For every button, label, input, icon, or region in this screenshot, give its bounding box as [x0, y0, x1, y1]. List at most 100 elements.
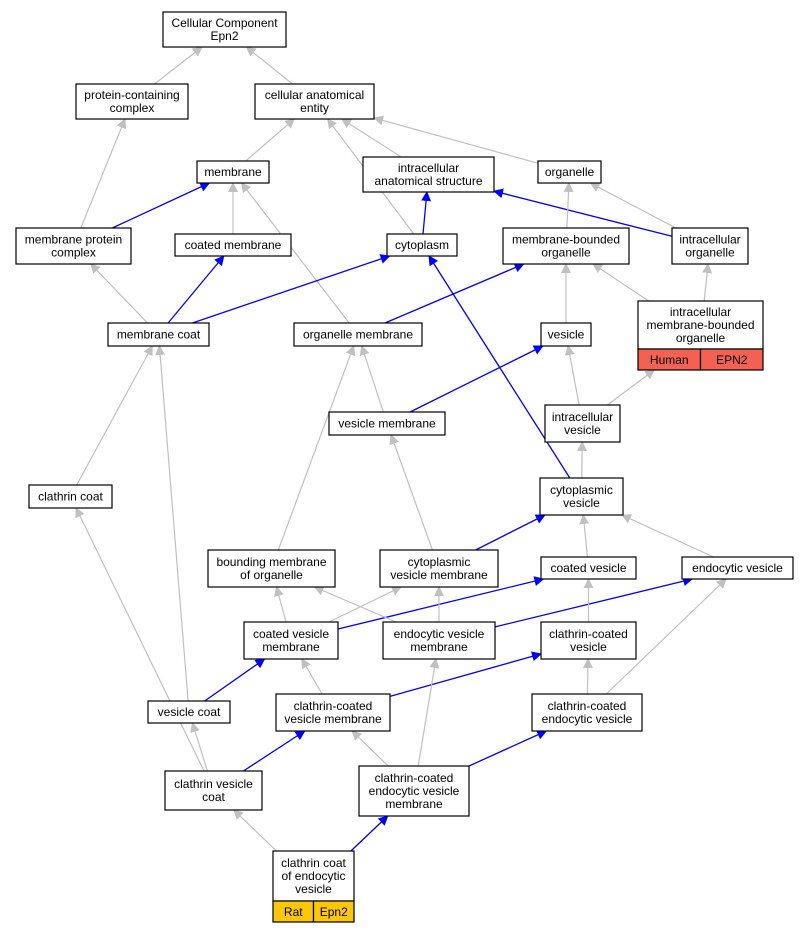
node-box — [147, 700, 231, 724]
gene-badge — [699, 348, 764, 371]
edge-is-a-clathrin_coat_endocytic_vesicle-to-clathrin_vesicle_coat — [233, 809, 277, 852]
node-coated-vesicle[interactable]: coated vesicle — [540, 556, 637, 580]
node-membrane-coat[interactable]: membrane coat — [107, 322, 210, 347]
edge-is-a-cc_endocytic_vesicle_membrane-to-cc_vesicle_membrane — [351, 730, 389, 767]
node-label-line: organelle — [685, 246, 735, 260]
node-label-line: Cellular Component — [171, 16, 278, 30]
node-label-line: vesicle membrane — [390, 568, 488, 582]
node-label-line: intracellular — [552, 410, 613, 424]
node-label-line: vesicle coat — [158, 705, 221, 719]
node-label-line: coat — [202, 790, 225, 804]
node-cytoplasm[interactable]: cytoplasm — [386, 233, 458, 257]
node-label-line: membrane coat — [117, 328, 201, 342]
node-label-line: vesicle membrane — [338, 417, 436, 431]
node-vesicle[interactable]: vesicle — [540, 322, 592, 347]
node-organelle-membrane[interactable]: organelle membrane — [293, 322, 423, 347]
edge-is-a-organelle_membrane-to-membrane — [240, 182, 350, 324]
edge-is-a-membrane_coat-to-membrane_protein_complex — [90, 263, 148, 324]
node-vesicle-coat[interactable]: vesicle coat — [147, 700, 231, 724]
gene-badge-label: EPN2 — [716, 353, 748, 367]
node-box — [382, 621, 496, 660]
node-label-line: endocytic vesicle — [369, 784, 460, 798]
edge-is-a-clathrin_vesicle_coat-to-vesicle_coat — [190, 722, 208, 772]
node-label-line: cytoplasmic — [408, 555, 471, 569]
edge-is-a-vesicle_membrane-to-organelle_membrane — [359, 345, 384, 413]
node-label-line: of organelle — [240, 568, 303, 582]
node-label-line: organelle — [676, 331, 726, 345]
node-box — [254, 83, 375, 120]
edge-is-a-intracellular_mbo-to-intracellular_organelle — [702, 263, 713, 302]
node-label-line: membrane — [204, 165, 262, 179]
node-label-line: coated vesicle — [550, 561, 626, 575]
node-organelle[interactable]: organelle — [537, 160, 602, 184]
node-box — [174, 233, 292, 257]
edge-is-a-membrane_bounded_organelle-to-organelle — [563, 182, 574, 229]
node-box — [293, 322, 423, 347]
node-vesicle-membrane[interactable]: vesicle membrane — [328, 411, 446, 436]
node-label-line: intracellular — [679, 233, 740, 247]
edge-part-of-coated_vesicle_membrane-to-coated_vesicle — [337, 576, 545, 630]
node-label-line: organelle membrane — [303, 328, 413, 342]
edge-is-a-coated_vesicle_membrane-to-cyto_vesicle_membrane — [328, 586, 402, 623]
edge-is-a-vesicle_coat-to-membrane_coat — [155, 345, 189, 702]
node-box — [386, 233, 458, 257]
edge-is-a-cyto_vesicle_membrane-to-vesicle_membrane — [389, 434, 433, 551]
node-label-line: intracellular — [670, 305, 731, 319]
node-label-line: entity — [300, 101, 329, 115]
node-label-line: clathrin-coated — [294, 699, 373, 713]
node-box — [107, 322, 210, 347]
node-label-line: vesicle — [548, 328, 585, 342]
node-box — [544, 404, 621, 443]
node-box — [537, 160, 602, 184]
node-label-line: clathrin-coated — [548, 699, 627, 713]
node-intracellular-mbo[interactable]: intracellularmembrane-boundedorganelleHu… — [637, 300, 764, 371]
species-badge-label: Rat — [284, 905, 303, 919]
node-endocytic-vesicle[interactable]: endocytic vesicle — [681, 556, 794, 580]
node-label-line: membrane protein — [25, 233, 122, 247]
node-box — [28, 484, 113, 509]
node-coated-membrane[interactable]: coated membrane — [174, 233, 292, 257]
node-clathrin-coat[interactable]: clathrin coat — [28, 484, 113, 509]
node-label-line: bounding membrane — [216, 555, 326, 569]
edge-is-a-organelle-to-cell_anat — [373, 115, 539, 164]
node-box — [15, 227, 132, 265]
node-label-line: protein-containing — [84, 88, 179, 102]
node-box — [162, 11, 287, 48]
node-label-line: membrane-bounded — [646, 318, 754, 332]
edge-is-a-clathrin_coat-to-membrane_coat — [76, 345, 153, 486]
edge-is-a-membrane_protein_complex-to-protein_complex — [80, 118, 127, 229]
node-box — [272, 850, 355, 902]
gene-badge-label: Epn2 — [320, 905, 348, 919]
nodes-layer: Cellular ComponentEpn2protein-containing… — [15, 11, 794, 923]
edge-is-a-intracellular_mbo-to-membrane_bounded_organelle — [592, 263, 650, 302]
node-label-line: clathrin coat — [38, 490, 103, 504]
node-label-line: endocytic vesicle — [542, 712, 633, 726]
edge-part-of-cytoplasm-to-intracellular_anat — [421, 191, 432, 235]
node-label-line: membrane-bounded — [512, 233, 620, 247]
edge-is-a-protein_complex-to-cc_epn2 — [154, 46, 203, 85]
node-label-line: cytoplasm — [395, 238, 449, 252]
node-membrane[interactable]: membrane — [196, 160, 270, 184]
edge-part-of-membrane_coat-to-cytoplasm — [192, 254, 391, 324]
edge-is-a-cc_endocytic_vesicle-to-endocytic_vesicle — [605, 578, 727, 695]
node-label-line: vesicle — [295, 882, 332, 896]
